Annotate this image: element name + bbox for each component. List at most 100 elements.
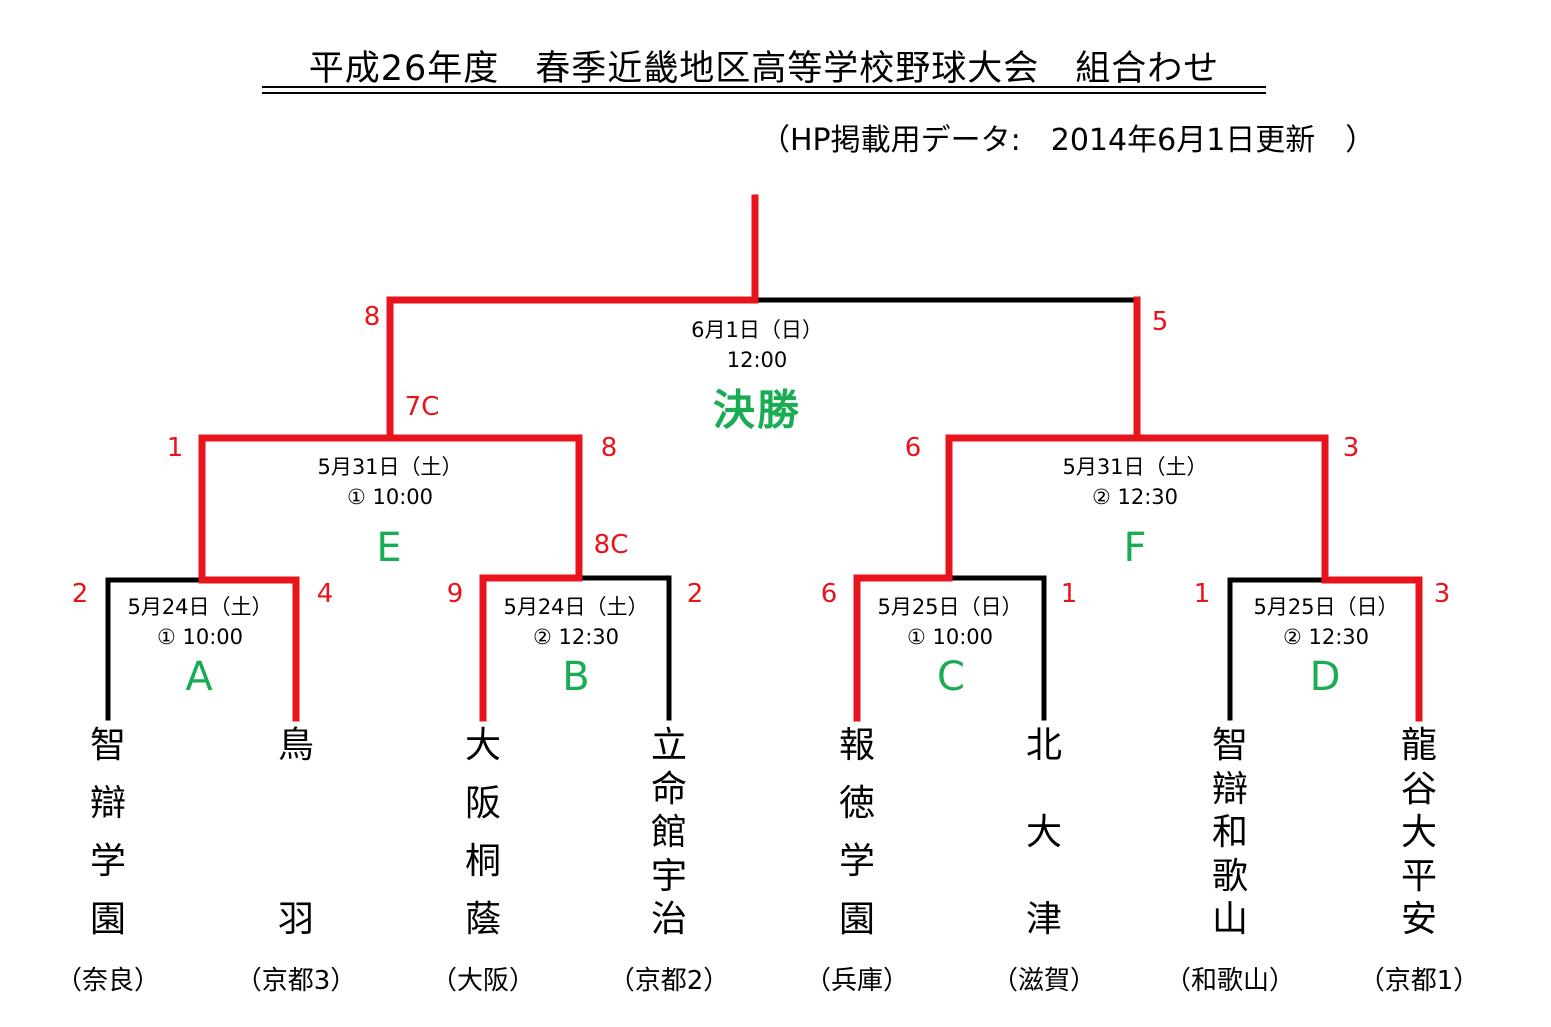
schedule-slot: ① 10:00 [906,625,994,649]
team-char: 大 [1025,812,1062,853]
title-underline-second [262,92,1266,94]
match-label-b: B [562,654,590,700]
match-label-e: E [376,525,402,571]
team-name: 立 命 館 宇 治 [629,728,709,938]
team-char: 北 [1025,725,1062,766]
team-char: 宇 [650,855,687,897]
team-char: 桐 [464,841,501,882]
match-label-final: 決勝 [712,385,802,435]
score-e-right-extra: 8C [593,530,629,560]
schedule-slot: ① 10:00 [156,625,244,649]
score-f-left: 6 [904,433,922,463]
bracket-line-e-winner [386,194,759,442]
team-char: 辯 [1211,768,1248,810]
schedule-date: 5月25日（日） [1253,595,1399,619]
title-underline [262,86,1266,88]
schedule-d: 5月25日（日） ② 12:30 [1216,592,1436,652]
team-name: 智 辯 和 歌 山 [1190,728,1270,938]
team-name: 大 阪 桐 蔭 [443,728,523,938]
team-prefecture: （大阪） [430,966,536,996]
team-char: 平 [1400,855,1437,897]
schedule-slot: ① 10:00 [346,485,434,509]
team-char: 治 [650,899,687,940]
update-note: （HP掲載用データ: 2014年6月1日更新 ） [760,123,1376,158]
team-char: 学 [838,841,875,882]
schedule-a: 5月24日（土） ① 10:00 [90,592,310,652]
score-a-left: 2 [71,579,89,609]
score-final-right: 5 [1151,307,1169,337]
schedule-date: 5月31日（土） [317,455,463,479]
schedule-slot: ② 12:30 [1091,485,1179,509]
team-char: 命 [650,768,687,810]
score-d-left: 1 [1193,579,1211,609]
bracket-line-a-left [105,577,205,721]
schedule-slot: ② 12:30 [532,625,620,649]
match-label-f: F [1123,525,1147,571]
team-prefecture: （京都2） [608,966,730,996]
bracket-line-c-winner [853,434,1141,722]
team-prefecture: （奈良） [55,966,161,996]
match-label-c: C [937,654,965,700]
bracket-line-d-left [1227,577,1328,721]
team-char: 辯 [89,783,126,824]
team-char: 報 [838,725,875,766]
score-d-right: 3 [1433,579,1451,609]
schedule-slot: ② 12:30 [1282,625,1370,649]
page-title: 平成26年度 春季近畿地区高等学校野球大会 組合わせ [308,49,1220,89]
schedule-date: 6月1日（日） [691,318,823,342]
schedule-final: 6月1日（日） 12:00 [647,315,867,375]
team-char: 歌 [1211,855,1248,897]
team-char: 和 [1211,812,1248,853]
bracket-line-b-winner [386,434,583,722]
schedule-c: 5月25日（日） ① 10:00 [840,592,1060,652]
team-char: 鳥 [277,725,314,766]
team-name: 智 辯 学 園 [68,728,148,938]
bracket-line-b-right [576,575,672,721]
team-char: 徳 [838,783,875,824]
score-e-left: 1 [166,433,184,463]
team-char: 津 [1025,899,1062,940]
team-char: 山 [1211,899,1248,940]
team-char: 館 [650,812,687,853]
score-f-right: 3 [1342,433,1360,463]
team-name: 北 大 津 [1004,728,1084,938]
team-char: 園 [838,899,875,940]
schedule-date: 5月25日（日） [877,595,1023,619]
schedule-e: 5月31日（土） ① 10:00 [280,452,500,512]
team-name: 龍 谷 大 平 安 [1379,728,1459,938]
team-char: 蔭 [464,899,501,940]
team-char: 園 [89,899,126,940]
team-char: 智 [1211,725,1248,766]
schedule-date: 5月24日（土） [503,595,649,619]
team-char: 龍 [1400,725,1437,766]
schedule-slot: 12:00 [726,348,788,372]
schedule-f: 5月31日（土） ② 12:30 [1025,452,1245,512]
match-label-a: A [185,654,213,700]
schedule-date: 5月24日（土） [127,595,273,619]
team-char: 阪 [464,783,501,824]
team-char: 大 [1400,812,1437,853]
team-char: 学 [89,841,126,882]
team-char: 谷 [1400,768,1437,810]
match-label-d: D [1309,654,1341,700]
score-c-right: 1 [1060,579,1078,609]
team-char: 羽 [277,899,314,940]
score-e-right: 8 [600,433,618,463]
team-name: 鳥 羽 [256,728,336,938]
team-prefecture: （京都3） [235,966,357,996]
schedule-date: 5月31日（土） [1062,455,1208,479]
team-char: 安 [1400,899,1437,940]
team-prefecture: （京都1） [1358,966,1480,996]
team-char: 立 [650,725,687,766]
bracket-line-d-winner [1133,434,1423,722]
team-prefecture: （和歌山） [1164,966,1296,996]
score-final-left: 8 [363,302,381,332]
score-final-left-extra: 7C [404,392,440,422]
team-char: 大 [464,725,501,766]
score-c-left: 6 [820,579,838,609]
bracket-line-a-winner [198,434,394,722]
bracket-line-c-right [946,575,1047,721]
team-char: 智 [89,725,126,766]
schedule-b: 5月24日（土） ② 12:30 [466,592,686,652]
